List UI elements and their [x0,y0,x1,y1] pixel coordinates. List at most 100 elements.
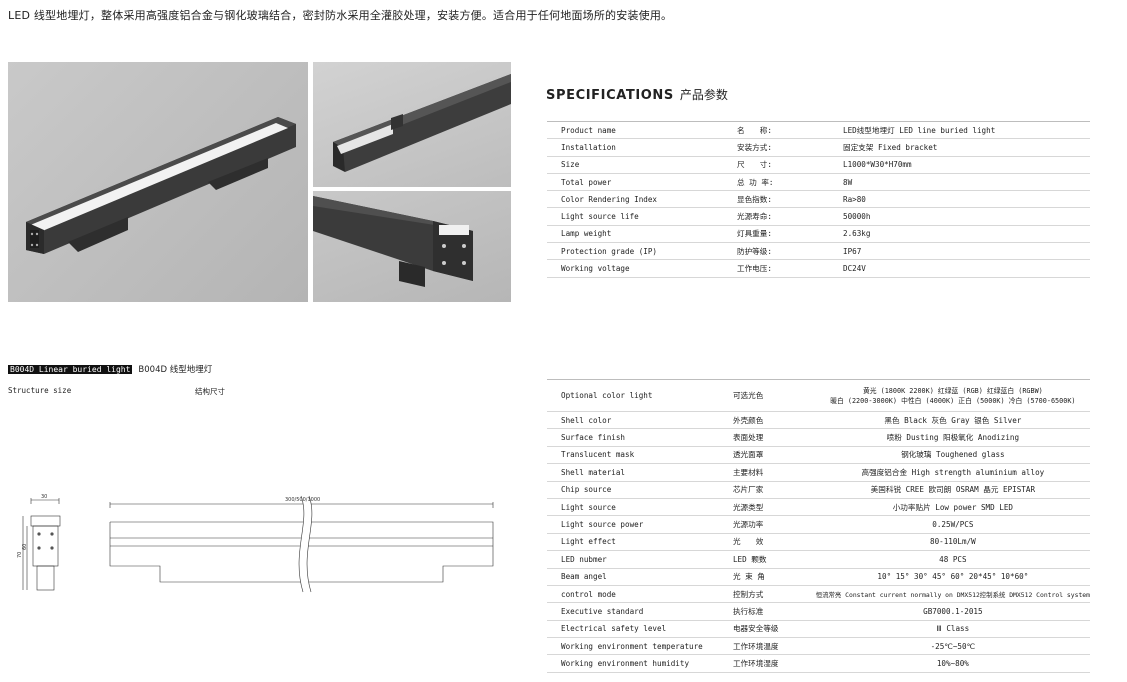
option-label-cn: 控制方式 [718,585,816,604]
spec-label-en: Installation [547,138,723,157]
option-value: 10%~80% [815,654,1090,673]
spec-label-cn: 灯具重量: [723,225,829,244]
spec-label-cn: 显色指数: [723,190,829,209]
structure-size-label-en: Structure size [8,386,72,395]
option-label-cn: 光源功率 [718,515,816,534]
screw-hole [50,546,54,550]
option-label-cn: 外壳颜色 [718,411,816,430]
spec-label-cn: 工作电压: [723,259,829,278]
specifications-title-cn: 产品参数 [679,88,728,102]
spec-value: 50000h [829,207,1090,226]
spec-label-en: Light source life [547,207,723,226]
option-label-cn: 表面处理 [718,428,816,447]
option-label-en: Surface finish [547,428,719,447]
option-label-cn: 芯片厂家 [718,481,816,499]
option-label-en: Working environment temperature [547,637,719,656]
dimension-length: 300/500/1000 [285,497,320,503]
dimension-height-inner: 60 [22,544,28,550]
spec-label-cn: 安装方式: [723,138,829,157]
option-value: 黑色 Black 灰色 Gray 银色 Silver [815,411,1090,430]
spec-label-cn: 名 称: [723,120,829,140]
spec-value: DC24V [829,259,1090,278]
option-value: 小功率贴片 Low power SMD LED [815,498,1090,517]
spec-value: 2.63kg [829,225,1090,244]
specifications-title: SPECIFICATIONS 产品参数 [546,86,728,103]
spec-value: 8W [829,173,1090,192]
intro-text: LED 线型地埋灯，整体采用高强度铝合金与钢化玻璃结合，密封防水采用全灌胶处理，… [8,9,673,22]
option-label-en: Executive standard [547,602,719,621]
option-value: Ⅲ Class [815,620,1090,639]
option-label-cn: 光源类型 [718,498,816,517]
option-label-en: Chip source [547,481,719,499]
option-label-cn: 主要材料 [718,463,816,482]
option-label-cn: 光 效 [718,533,816,552]
table-row: Protection grade (IP)防护等级:IP67 [547,242,1090,261]
option-label-cn: 透光面罩 [718,446,816,465]
options-table: Optional color light 可选光色 黄光 (1800K 2200… [547,379,1090,673]
option-value: 钢化玻璃 Toughened glass [815,446,1090,465]
option-label-en: Optional color light [547,379,719,412]
product-photo-bracket-detail [313,191,511,302]
option-value: -25℃~50℃ [815,637,1090,656]
spec-label-en: Lamp weight [547,225,723,244]
option-value: 48 PCS [815,550,1090,569]
spec-value: LED线型地埋灯 LED line buried light [829,120,1090,140]
spec-value: L1000*W30*H70mm [829,156,1090,174]
spec-label-en: Protection grade (IP) [547,242,723,261]
option-label-en: LED nubmer [547,550,719,569]
product-photo-end-detail [313,62,511,187]
option-value: GB7000.1-2015 [815,602,1090,621]
option-label-en: control mode [547,585,719,604]
spec-label-en: Product name [547,120,723,140]
spec-label-cn: 光源寿命: [723,207,829,226]
option-value: 恒流常亮 Constant current normally on DMX512… [815,585,1090,604]
spec-value: 固定支架 Fixed bracket [829,138,1090,157]
option-label-cn: 工作环境温度 [718,637,816,656]
option-label-en: Light source power [547,515,719,534]
option-label-cn: 光 束 角 [718,568,816,586]
structure-drawing: 30 70 60 300/500/1000 [17,494,494,594]
spec-label-cn: 防护等级: [723,242,829,261]
spec-label-en: Color Rendering Index [547,190,723,209]
option-label-cn: 工作环境湿度 [718,654,816,673]
option-value: 喷粉 Dusting 阳极氧化 Anodizing [815,428,1090,447]
model-label-en: B004D Linear buried light [8,365,133,374]
option-label-cn: 可选光色 [718,379,816,412]
option-value: 10° 15° 30° 45° 60° 20*45° 10*60° [815,568,1090,586]
option-label-en: Electrical safety level [547,620,719,639]
spec-label-cn: 尺 寸: [723,156,829,174]
option-label-en: Shell material [547,463,719,482]
spec-value: Ra>80 [829,190,1090,209]
option-label-cn: LED 颗数 [718,550,816,569]
specifications-title-en: SPECIFICATIONS [546,88,674,103]
option-label-en: Beam angel [547,568,719,586]
option-value: 高强度铝合金 High strength aluminium alloy [815,463,1090,482]
table-row: Optional color light 可选光色 黄光 (1800K 2200… [547,379,1090,412]
option-label-cn: 执行标准 [718,602,816,621]
screw-hole [50,532,54,536]
option-label-en: Translucent mask [547,446,719,465]
